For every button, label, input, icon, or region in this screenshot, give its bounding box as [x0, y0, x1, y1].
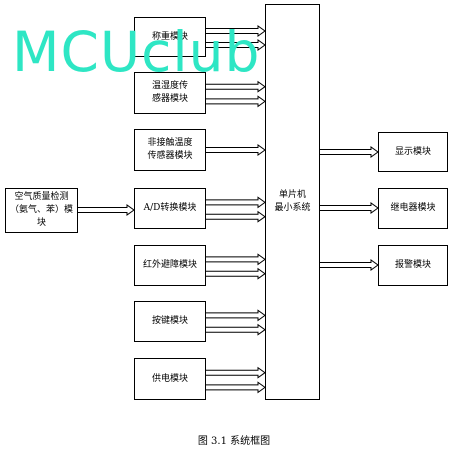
air-quality-module-box: 空气质量检测 （氨气、苯）模 块	[5, 188, 78, 233]
arrow-mcu-to-alarm	[320, 259, 379, 271]
ad-conversion-module-box: A/D转换模块	[134, 188, 206, 229]
alarm-module-box: 报警模块	[378, 245, 448, 286]
arrow-power-to-mcu-lower	[206, 381, 266, 394]
arrow-infrared-to-mcu-upper	[206, 253, 266, 266]
contactless-temp-module-box: 非接触温度 传感器模块	[134, 129, 206, 171]
arrow-infrared-to-mcu-lower	[206, 267, 266, 280]
arrow-keypad-to-mcu-lower	[206, 323, 266, 336]
arrow-ad-to-mcu-upper	[206, 196, 266, 209]
temp-humidity-module-box: 温湿度传 感器模块	[134, 72, 206, 114]
arrow-air-to-ad	[78, 204, 135, 216]
arrow-mcu-to-relay	[320, 202, 379, 214]
figure-caption: 图 3.1 系统框图	[197, 436, 271, 447]
display-module-box: 显示模块	[378, 132, 448, 172]
arrow-power-to-mcu-upper	[206, 366, 266, 379]
keypad-module-box: 按键模块	[134, 301, 206, 342]
arrow-keypad-to-mcu-upper	[206, 309, 266, 322]
mcu-minimum-system-box: 单片机 最小系统	[265, 4, 320, 400]
relay-module-box: 继电器模块	[378, 188, 448, 229]
arrow-temp-humidity-to-mcu-lower	[206, 95, 266, 108]
infrared-obstacle-module-box: 红外避障模块	[134, 245, 206, 286]
power-supply-module-box: 供电模块	[134, 358, 206, 400]
arrow-ad-to-mcu-lower	[206, 210, 266, 223]
weighing-module-box: 称重模块	[134, 17, 206, 57]
arrow-contactless-temp-to-mcu	[206, 144, 266, 156]
arrow-mcu-to-display	[320, 146, 379, 158]
watermark-logo: MCUclub	[12, 20, 261, 84]
